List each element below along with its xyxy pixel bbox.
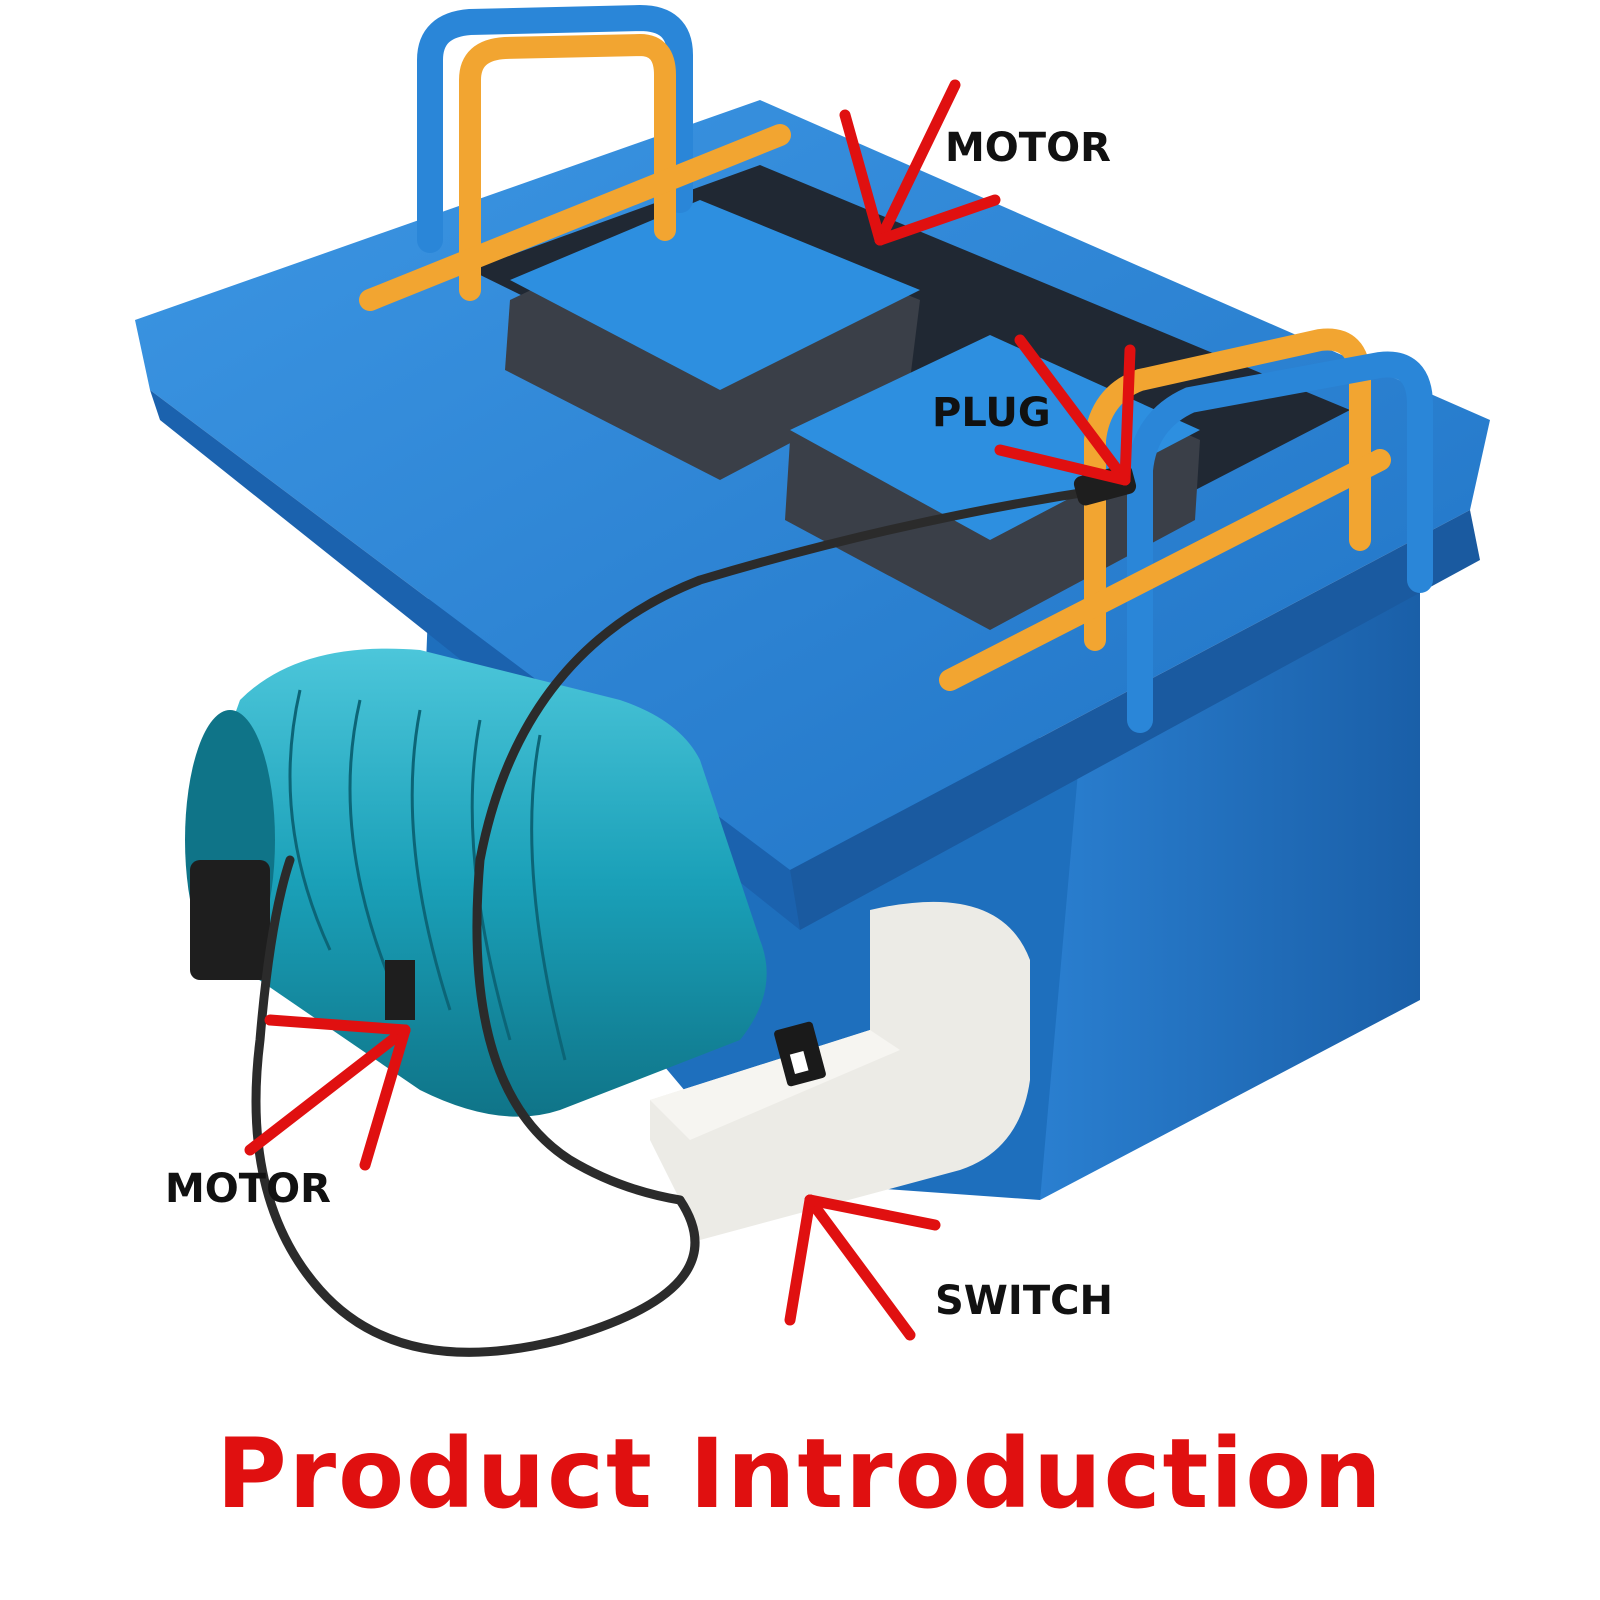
callout-motor-bottom: MOTOR <box>165 1166 331 1212</box>
callout-switch: SWITCH <box>935 1278 1113 1324</box>
switch-box-icon <box>650 901 1030 1240</box>
mould-block-top <box>505 200 920 480</box>
handle-left-icon <box>359 4 791 311</box>
arrow-plug-icon <box>994 334 1136 486</box>
callout-motor-top: MOTOR <box>945 125 1111 171</box>
callout-plug: PLUG <box>932 390 1051 436</box>
page-title: Product Introduction <box>216 1418 1384 1530</box>
handle-right-icon <box>939 328 1433 733</box>
arrow-switch-icon <box>784 1194 941 1341</box>
power-cable-icon <box>251 485 1105 1357</box>
arrow-motor-top-icon <box>839 79 1001 246</box>
arrow-motor-bottom-icon <box>244 1014 411 1171</box>
